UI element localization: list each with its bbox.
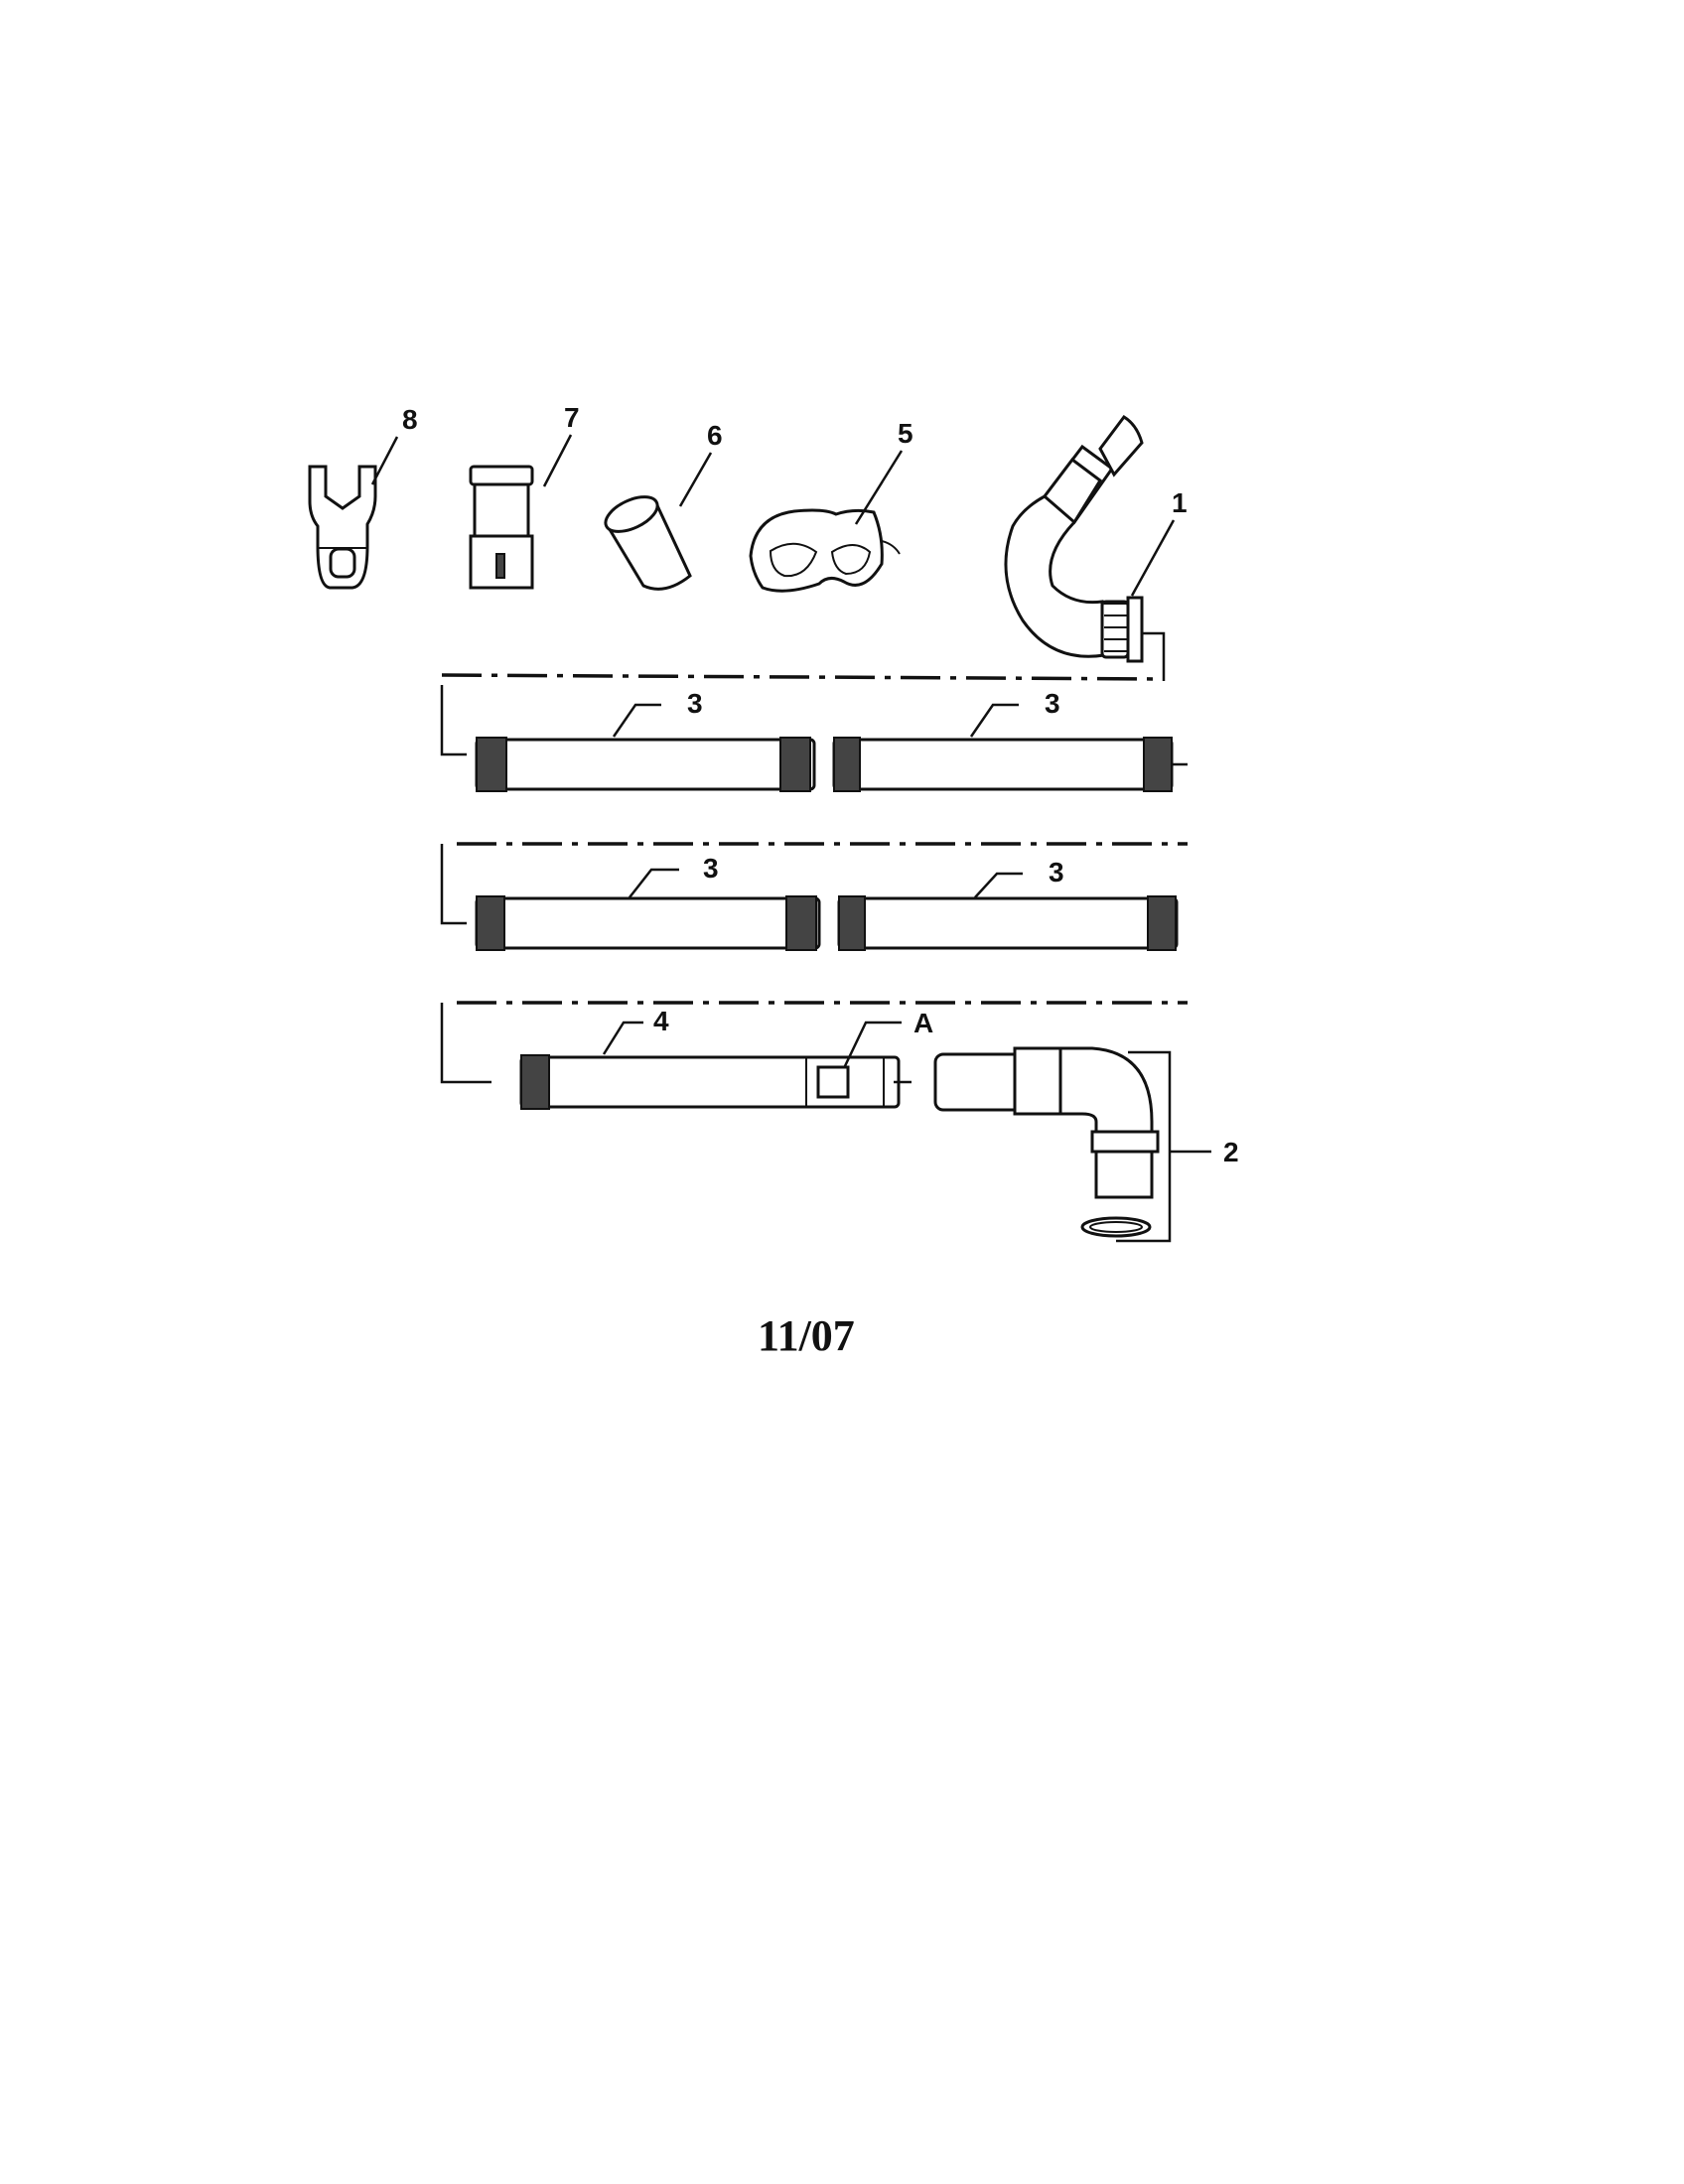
callout-8: 8 (402, 404, 418, 435)
part-6-sleeve (604, 495, 692, 591)
callout-3-a: 3 (687, 688, 703, 719)
callout-A: A (913, 1008, 933, 1038)
part-3-tube-row1-right (832, 737, 1174, 792)
callout-4: 4 (653, 1006, 669, 1036)
part-3-tube-row2-left (475, 895, 821, 951)
callout-5: 5 (898, 418, 913, 449)
part-1-curved-tube (1004, 415, 1144, 663)
callout-7: 7 (564, 402, 580, 433)
callout-1: 1 (1172, 487, 1188, 518)
callout-3-b: 3 (1045, 688, 1060, 719)
part-2-elbow (933, 1046, 1160, 1238)
part-7-adapter (469, 465, 534, 590)
part-3-tube-row2-right (837, 895, 1179, 951)
part-5-safety-goggles (749, 508, 901, 593)
part-8-nozzle (308, 465, 377, 590)
callout-3-d: 3 (1049, 857, 1064, 887)
part-4-tube-with-switch (519, 1054, 912, 1110)
callout-2: 2 (1223, 1137, 1239, 1167)
date-code: 11/07 (758, 1311, 855, 1360)
callout-3-c: 3 (703, 853, 719, 884)
callout-6: 6 (707, 420, 723, 451)
part-3-tube-row1-left (475, 737, 816, 792)
